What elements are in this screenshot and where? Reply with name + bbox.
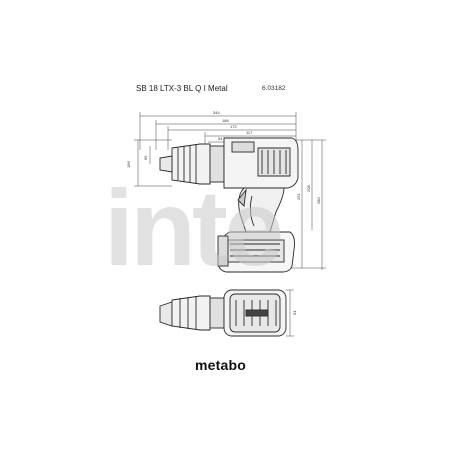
dim-top-view-label: 94: [292, 310, 297, 315]
dim-right-c-label: 280: [316, 197, 321, 204]
dim-right-b-label: 208: [306, 185, 311, 192]
model-title: SB 18 LTX-3 BL Q I Metal: [136, 84, 228, 93]
drill-side-view: [159, 137, 299, 273]
drill-top-view: [159, 289, 287, 337]
article-number: 6.03182: [262, 85, 286, 92]
dim-left-inner-label: 65: [143, 155, 148, 160]
metabo-logo: metabo: [195, 357, 246, 373]
dim-short-label: 117: [246, 130, 253, 135]
dim-mid-label: 186: [222, 118, 229, 123]
dim-small-label: 54: [218, 136, 223, 141]
dim-left-outer-label: 196: [126, 161, 131, 168]
dim-total-label: 344: [213, 110, 220, 115]
dim-inner-label: 172: [230, 124, 237, 129]
dim-right-a-label: 251: [296, 193, 301, 200]
